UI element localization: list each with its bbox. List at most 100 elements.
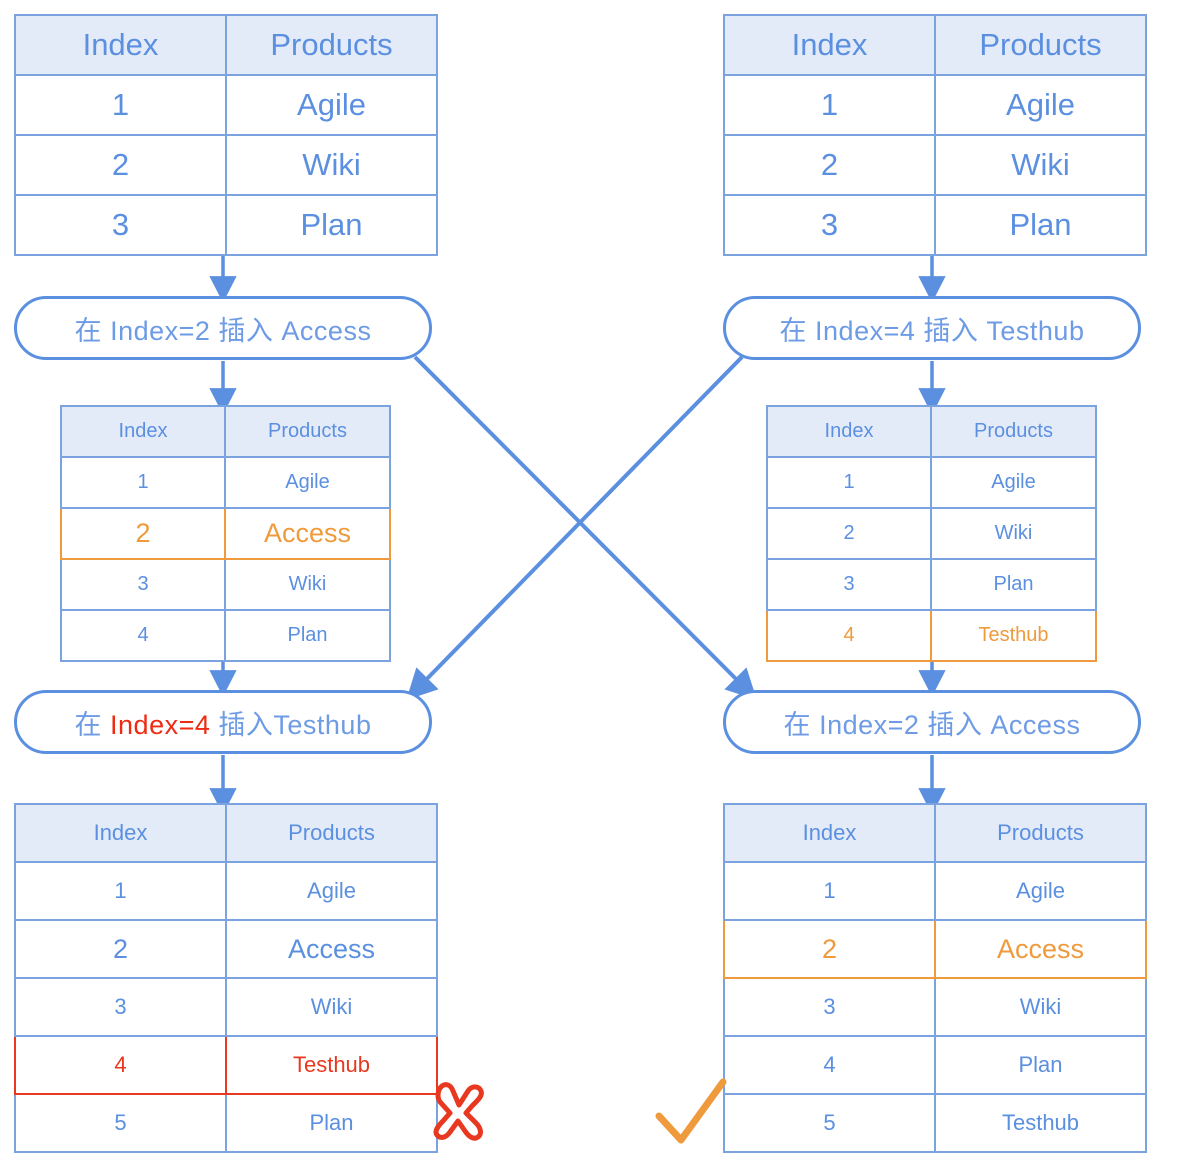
- cell-index: 1: [14, 74, 227, 136]
- table-row: 5 Testhub: [723, 1093, 1147, 1153]
- cell-index: 1: [766, 456, 932, 509]
- pill-insert-access-index2-left[interactable]: 在 Index=2 插入 Access: [14, 296, 432, 360]
- table-row-highlighted-error: 4 Testhub: [14, 1035, 438, 1095]
- pill-text: 在 Index=4 插入 Testhub: [780, 309, 1085, 348]
- column-header-index: Index: [723, 14, 936, 76]
- table-row: 2 Wiki: [766, 507, 1097, 560]
- cell-index: 4: [723, 1035, 936, 1095]
- pill-text-prefix: 在: [74, 315, 111, 346]
- cell-product: Plan: [930, 558, 1097, 611]
- table-row: 3 Wiki: [14, 977, 438, 1037]
- cell-product: Plan: [934, 194, 1147, 256]
- cell-product: Access: [224, 507, 391, 560]
- pill-text-key: Index=2: [819, 709, 920, 740]
- cell-product: Agile: [225, 74, 438, 136]
- pill-text-prefix: 在: [783, 709, 820, 740]
- pill-text: 在 Index=2 插入 Access: [75, 309, 372, 348]
- pill-text-mid: 插入: [915, 315, 987, 346]
- pill-text-mid: 插入: [210, 315, 282, 346]
- cell-index: 1: [723, 74, 936, 136]
- cell-product: Plan: [224, 609, 391, 662]
- pill-text-mid: 插入: [210, 709, 274, 740]
- cell-product: Agile: [224, 456, 391, 509]
- check-mark-icon: [655, 1078, 727, 1146]
- column-header-index: Index: [14, 14, 227, 76]
- table-row: 4 Plan: [723, 1035, 1147, 1095]
- pill-text-prefix: 在: [74, 709, 111, 740]
- cell-product: Testhub: [934, 1093, 1147, 1153]
- cell-index: 3: [60, 558, 226, 611]
- cell-index: 4: [14, 1035, 227, 1095]
- pill-insert-testhub-index4-left[interactable]: 在 Index=4 插入Testhub: [14, 690, 432, 754]
- column-header-index: Index: [14, 803, 227, 863]
- cell-product: Access: [934, 919, 1147, 979]
- pill-text: 在 Index=2 插入 Access: [784, 703, 1081, 742]
- table-row: 1 Agile: [723, 861, 1147, 921]
- table-row: 1 Agile: [723, 74, 1147, 136]
- cell-index: 1: [60, 456, 226, 509]
- cell-index: 4: [60, 609, 226, 662]
- cell-index: 2: [766, 507, 932, 560]
- pill-text-value: Access: [990, 709, 1081, 740]
- arrow-cross-right-to-left: [406, 355, 744, 701]
- column-header-index: Index: [723, 803, 936, 863]
- column-header-products: Products: [225, 803, 438, 863]
- arrow-cross-left-to-right: [413, 355, 757, 700]
- cell-product: Agile: [930, 456, 1097, 509]
- cell-product: Agile: [225, 861, 438, 921]
- table-row: 3 Plan: [766, 558, 1097, 611]
- table-row: 3 Wiki: [60, 558, 391, 611]
- table-row: 2 Wiki: [14, 134, 438, 196]
- column-header-products: Products: [224, 405, 391, 458]
- cell-product: Testhub: [930, 609, 1097, 662]
- table-bot-right: Index Products 1 Agile 2 Access 3 Wiki 4…: [723, 803, 1147, 1153]
- pill-text-value: Access: [281, 315, 372, 346]
- table-row: 2 Wiki: [723, 134, 1147, 196]
- cell-index: 2: [14, 134, 227, 196]
- column-header-index: Index: [60, 405, 226, 458]
- table-row: 3 Plan: [14, 194, 438, 256]
- pill-insert-testhub-index4-right[interactable]: 在 Index=4 插入 Testhub: [723, 296, 1141, 360]
- table-row-highlighted-inserted: 2 Access: [60, 507, 391, 560]
- table-row: 5 Plan: [14, 1093, 438, 1153]
- pill-text-value: Testhub: [986, 315, 1085, 346]
- table-row: 1 Agile: [14, 861, 438, 921]
- cell-index: 3: [14, 194, 227, 256]
- table-header-row: Index Products: [14, 803, 438, 863]
- column-header-index: Index: [766, 405, 932, 458]
- cell-index: 1: [723, 861, 936, 921]
- table-row: 1 Agile: [14, 74, 438, 136]
- pill-text-mid: 插入: [919, 709, 991, 740]
- cell-index: 2: [723, 134, 936, 196]
- pill-text-key: Index=2: [110, 315, 211, 346]
- pill-text-key: Index=4: [815, 315, 916, 346]
- cell-index: 5: [723, 1093, 936, 1153]
- cell-index: 3: [14, 977, 227, 1037]
- cell-product: Testhub: [225, 1035, 438, 1095]
- cell-product: Wiki: [225, 977, 438, 1037]
- cell-product: Plan: [934, 1035, 1147, 1095]
- cell-index: 2: [723, 919, 936, 979]
- column-header-products: Products: [930, 405, 1097, 458]
- table-row: 3 Plan: [723, 194, 1147, 256]
- cell-index: 3: [723, 977, 936, 1037]
- pill-insert-access-index2-right[interactable]: 在 Index=2 插入 Access: [723, 690, 1141, 754]
- pill-text-key-error: Index=4: [110, 709, 211, 740]
- cell-index: 2: [14, 919, 227, 979]
- cell-index: 3: [723, 194, 936, 256]
- cell-product: Agile: [934, 861, 1147, 921]
- table-mid-right: Index Products 1 Agile 2 Wiki 3 Plan 4 T…: [766, 405, 1097, 662]
- table-row: 3 Wiki: [723, 977, 1147, 1037]
- cell-product: Wiki: [225, 134, 438, 196]
- table-row: 1 Agile: [60, 456, 391, 509]
- table-top-left: Index Products 1 Agile 2 Wiki 3 Plan: [14, 14, 438, 256]
- table-header-row: Index Products: [766, 405, 1097, 458]
- cell-product: Plan: [225, 194, 438, 256]
- table-header-row: Index Products: [14, 14, 438, 76]
- cell-product: Wiki: [934, 977, 1147, 1037]
- cell-product: Wiki: [224, 558, 391, 611]
- cell-product: Wiki: [930, 507, 1097, 560]
- cell-index: 5: [14, 1093, 227, 1153]
- column-header-products: Products: [934, 14, 1147, 76]
- cell-index: 2: [60, 507, 226, 560]
